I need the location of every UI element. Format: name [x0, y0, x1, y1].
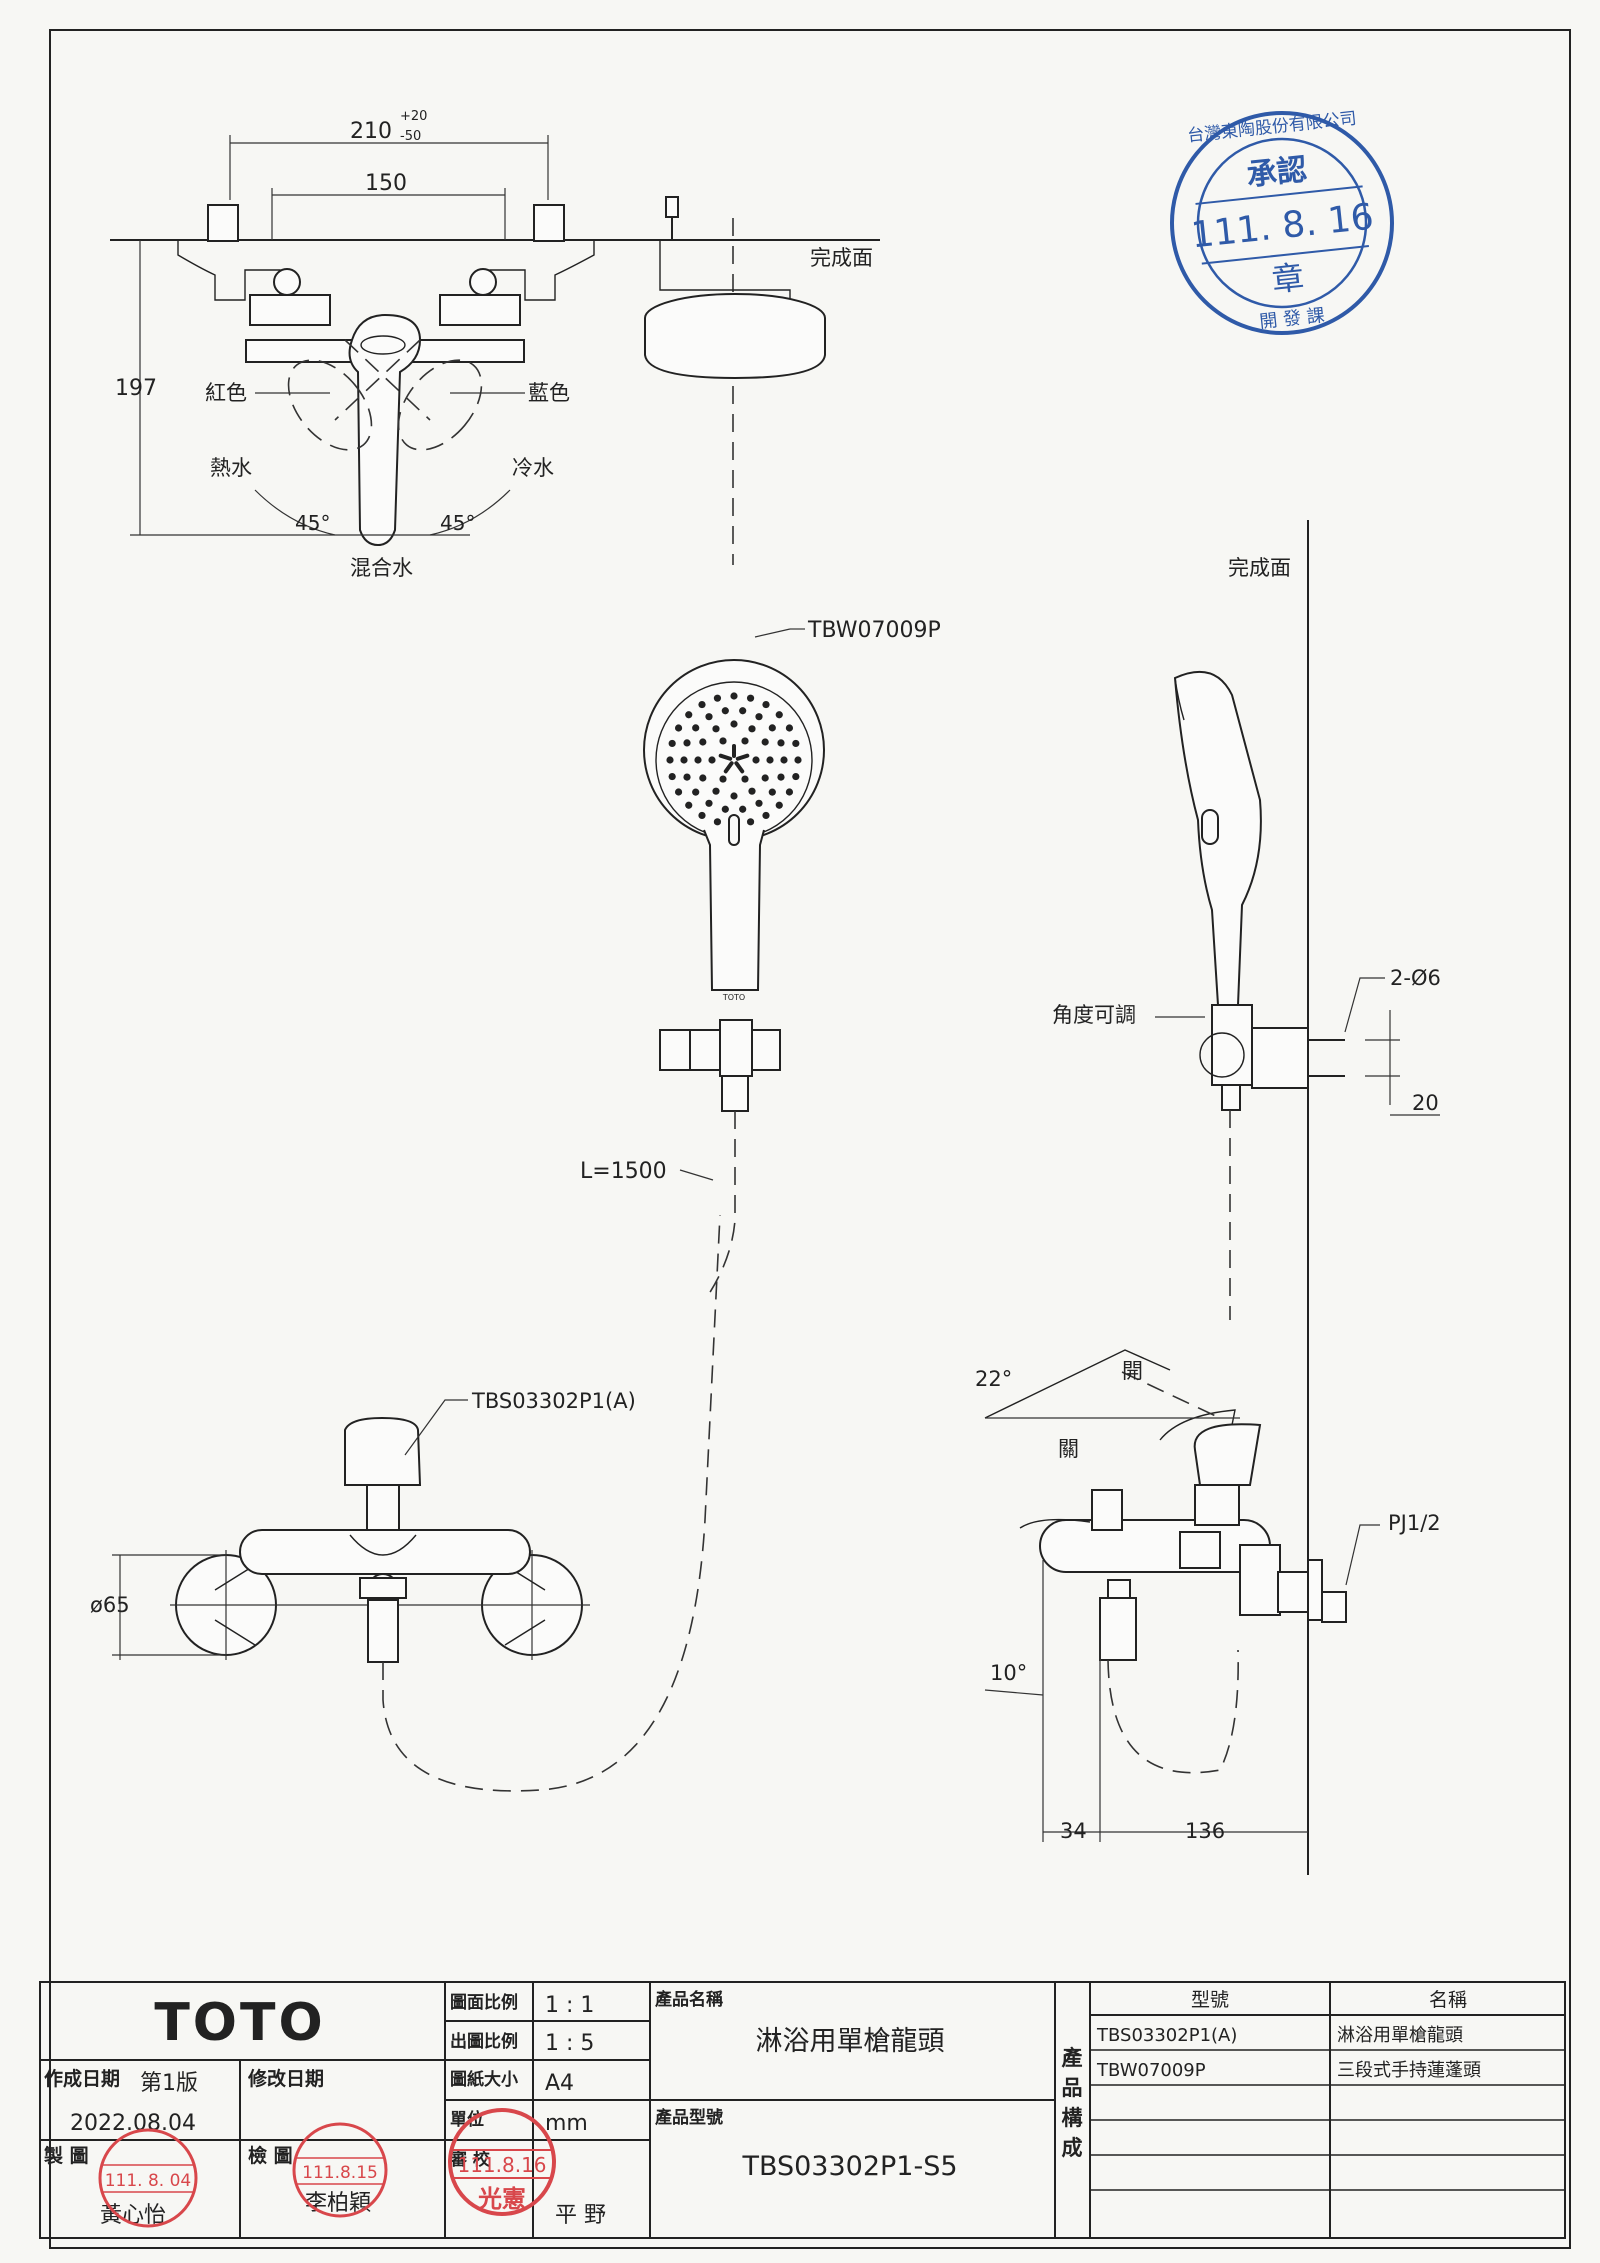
stamp-seal: 章: [1270, 258, 1306, 299]
label-faucet-model: TBS03302P1(A): [471, 1389, 636, 1413]
row-1-name: 淋浴用單槍龍頭: [1337, 2025, 1463, 2046]
label-angle-adjustable: 角度可調: [1052, 1003, 1136, 1027]
label-open: 開: [1122, 1359, 1143, 1383]
row-2-name: 三段式手持蓮蓬頭: [1337, 2060, 1481, 2081]
drawn-stamp: 111. 8. 04: [98, 2128, 198, 2228]
lever-side: [1193, 1423, 1262, 1486]
created-label: 作成日期: [44, 2067, 120, 2090]
shower-handle: [703, 829, 765, 991]
spout-side: [1039, 1519, 1271, 1573]
row-1-model: TBS03302P1(A): [1096, 2025, 1237, 2046]
dim-150: 150: [365, 171, 407, 196]
label-shower-model: TBW07009P: [807, 618, 941, 643]
finish-surface-label-side: 完成面: [1228, 556, 1291, 580]
checked-stamp: 111.8.15: [292, 2122, 388, 2218]
drawing-frame: [49, 29, 1571, 2249]
handle-brand: TOTO: [722, 993, 745, 1002]
reviewed-stamp: 111.8.16 光憲: [448, 2108, 556, 2216]
reviewed-label: 審 校: [449, 2149, 491, 2170]
approval-stamp: 台灣東陶股份有限公司 承認 111. 8. 16 章 開 發 課: [1170, 109, 1394, 335]
version: 第1版: [140, 2071, 198, 2096]
product-model-label: 產品型號: [655, 2107, 723, 2128]
dim-34: 34: [1060, 1819, 1087, 1843]
dim-136: 136: [1185, 1819, 1225, 1843]
checked-stamp-date: 111.8.15: [302, 2163, 378, 2183]
row-2-model: TBW07009P: [1096, 2060, 1206, 2081]
angle-spout: 10°: [990, 1661, 1027, 1685]
dim-197: 197: [115, 376, 157, 401]
col-model: 型號: [1191, 1989, 1229, 2011]
label-mixed-water: 混合水: [350, 556, 413, 580]
label-blue: 藍色: [528, 381, 570, 405]
unit-value: mm: [545, 2111, 588, 2136]
print-scale-label: 出圖比例: [450, 2031, 518, 2052]
product-name: 淋浴用單槍龍頭: [756, 2026, 945, 2057]
scale-label: 圖面比例: [450, 1992, 518, 2013]
label-hot-water: 熱水: [210, 456, 252, 480]
reviewed-name: 平 野: [555, 2203, 606, 2228]
finish-surface-label-top: 完成面: [810, 246, 873, 270]
paper-label: 圖紙大小: [450, 2069, 518, 2090]
composition-label: 產品構成: [1062, 2046, 1083, 2160]
print-scale-value: 1 : 5: [545, 2031, 594, 2056]
faucet-side-view: 22° 開 關 10° 34 136 PJ1/2: [975, 1349, 1441, 1843]
scale-value: 1 : 1: [545, 1993, 594, 2018]
label-bracket-dim: 20: [1412, 1091, 1439, 1115]
label-cold-water: 冷水: [512, 456, 554, 480]
top-view: 完成面 210 +20 -50 150: [110, 109, 880, 580]
label-close: 關: [1058, 1437, 1079, 1461]
composition-label-text: 產品構成: [1062, 2046, 1083, 2160]
lever-front: [344, 1416, 422, 1486]
label-plate-diameter: ø65: [90, 1593, 130, 1617]
hose-outlet: [367, 1599, 399, 1663]
connector-right: [469, 268, 497, 296]
reviewed-stamp-name: 光憲: [477, 2185, 526, 2213]
reviewed-stamp-date: 111.8.16: [457, 2153, 546, 2177]
label-pipe-thread: PJ1/2: [1388, 1511, 1441, 1535]
title-block: TOTO 作成日期 第1版 2022.08.04 修改日期 製 圖 黃心怡 檢 …: [39, 1981, 1566, 2239]
dim-210-tol-minus: -50: [400, 129, 421, 144]
checked-label: 檢 圖: [248, 2144, 293, 2167]
dim-210-tol-plus: +20: [400, 109, 427, 124]
col-name: 名稱: [1429, 1989, 1467, 2011]
revised-label: 修改日期: [247, 2067, 324, 2090]
toto-logo: TOTO: [154, 1993, 325, 2053]
drawn-label: 製 圖: [43, 2145, 89, 2167]
angle-hot: 45°: [295, 511, 330, 535]
wall-plate-left: [207, 204, 239, 242]
wall-plate-right: [533, 204, 565, 242]
angle-cold: 45°: [440, 511, 475, 535]
product-model: TBS03302P1-S5: [741, 2151, 957, 2182]
label-red: 紅色: [205, 381, 247, 405]
stamp-title: 承認: [1245, 152, 1308, 193]
label-hose-length: L=1500: [580, 1159, 667, 1184]
lever-handle: [348, 313, 422, 547]
holder-bracket: [659, 1029, 691, 1071]
connector-left: [273, 268, 301, 296]
faucet-front-view: ø65 TBS03302P1(A): [90, 1214, 721, 1792]
label-screw-spec: 2-Ø6: [1390, 966, 1441, 990]
unit-label: 單位: [450, 2109, 484, 2130]
product-name-label: 產品名稱: [655, 1989, 723, 2010]
hose-dashed: [382, 1214, 721, 1792]
shower-head-front-view: TOTO TBW07009P L=1500: [580, 618, 941, 1301]
valve-body-front: [239, 1529, 531, 1575]
wall-bracket: [1251, 1027, 1309, 1089]
paper-value: A4: [545, 2071, 574, 2096]
dim-210: 210: [350, 119, 392, 144]
side-view: 完成面 角度可調 2-Ø6 20: [1052, 520, 1441, 1875]
shower-nozzles: [666, 692, 802, 828]
angle-lever: 22°: [975, 1367, 1012, 1391]
drawn-stamp-date: 111. 8. 04: [105, 2171, 192, 2191]
